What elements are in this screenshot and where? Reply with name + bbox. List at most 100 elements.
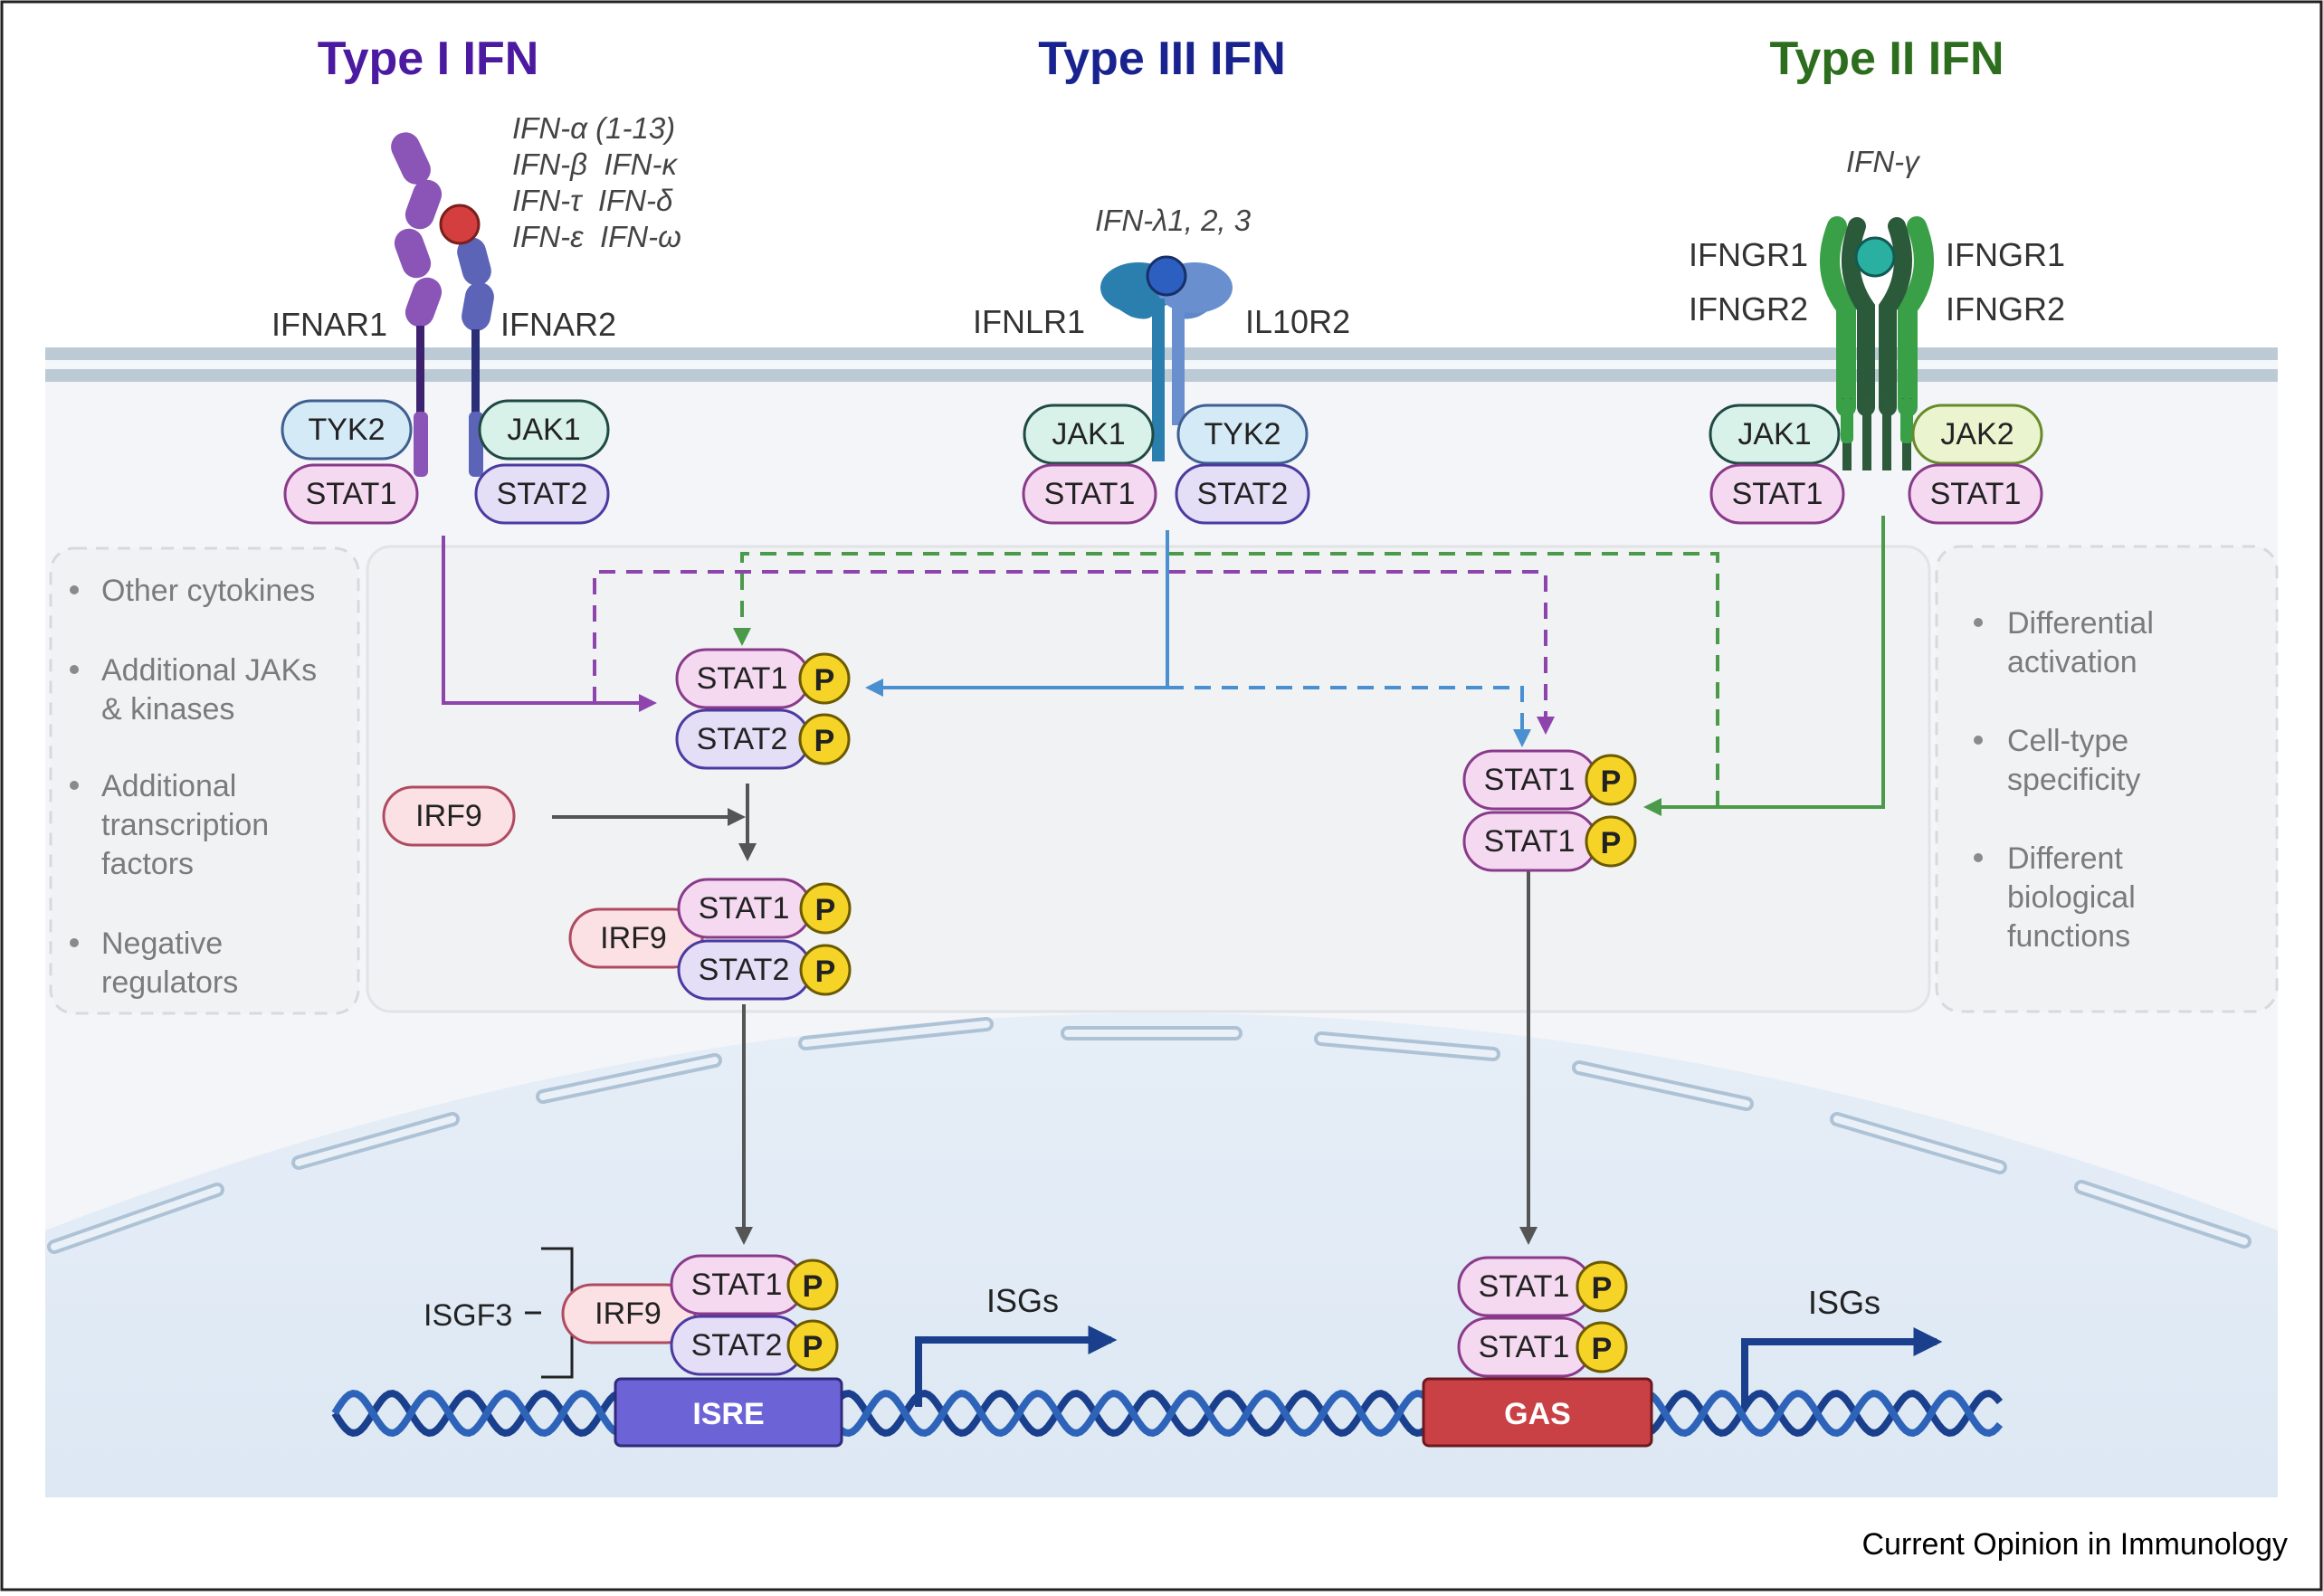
arrow-type1-to-stat11-dashed: [593, 570, 1555, 735]
t3-jak1-label: JAK1: [1052, 417, 1125, 451]
phospho-icon: [786, 1319, 839, 1372]
phospho-icon: [798, 713, 851, 765]
type3-ligand-label: IFN-λ1, 2, 3: [1095, 204, 1252, 237]
left-item-neg-1: Negative: [101, 926, 223, 961]
phospho-label: P: [814, 663, 835, 698]
right-item-bio-2: biological: [2007, 880, 2136, 915]
left-item-tf-2: transcription: [101, 808, 269, 842]
isgf3-cyto-stat1-label: STAT1: [699, 891, 790, 926]
t2-stat1b-label: STAT1: [1930, 477, 2022, 511]
isre-element: [614, 1377, 843, 1448]
dimer11-stat1a-label: STAT1: [1484, 763, 1576, 797]
nucleus: [45, 1013, 2278, 1497]
t3-stat2-label: STAT2: [1197, 477, 1289, 511]
stat1-stat2-dimer: STAT1 P STAT2 P: [675, 648, 851, 770]
phospho-label: P: [1601, 826, 1622, 860]
ligand-ifn-tau-delta: IFN-τ IFN-δ: [512, 184, 673, 217]
il10r2-label: IL10R2: [1245, 303, 1350, 340]
irf9-free-box: [382, 785, 516, 847]
phospho-icon: [1585, 754, 1637, 806]
t2-stat1b-box: [1908, 463, 2043, 525]
phospho-icon: [1576, 1260, 1628, 1313]
isgs-transcription-arrow-left: [915, 1325, 1118, 1407]
isgf3-cyto-stat2-label: STAT2: [699, 953, 790, 987]
stat1-stat1-dimer: STAT1 P STAT1 P: [1462, 749, 1637, 872]
phospho-icon: [799, 944, 852, 996]
phospho-label: P: [814, 724, 835, 758]
t2-jak2-box: [1911, 404, 2043, 465]
t2-jak1-label: JAK1: [1737, 417, 1811, 451]
isgf3-nuc-stat1-label: STAT1: [691, 1268, 783, 1302]
phospho-icon: [798, 652, 851, 705]
t1-stat2-label: STAT2: [497, 477, 588, 511]
right-item-diff-1: Differential: [2007, 606, 2154, 641]
type1-ligand-list: IFN-α (1-13) IFN-β IFN-κ IFN-τ IFN-δ IFN…: [512, 111, 681, 253]
left-factors-panel: [49, 546, 360, 1015]
isgs-transcription-arrow-right: [1741, 1327, 1943, 1407]
isgf3-nuc-stat2-label: STAT2: [691, 1328, 783, 1363]
ligand-ifn-beta-kappa: IFN-β IFN-κ: [512, 147, 678, 181]
left-panel-list: Other cytokines Additional JAKs & kinase…: [70, 574, 317, 1000]
isgf3-nuclear: ISGF3 IRF9 STAT1 P STAT2 P: [424, 1247, 839, 1379]
t2-stat1a-box: [1709, 463, 1845, 525]
isgf3-nuc-irf9-label: IRF9: [595, 1297, 662, 1331]
t1-stat1-label: STAT1: [306, 477, 397, 511]
gas-element: [1422, 1377, 1653, 1448]
right-item-cell-1: Cell-type: [2007, 724, 2128, 758]
t1-jak1-label: JAK1: [507, 413, 580, 447]
isgs-right-label: ISGs: [1808, 1284, 1880, 1321]
type2-ifn-title: Type II IFN: [1769, 33, 2004, 85]
ifnar2-label: IFNAR2: [500, 306, 616, 343]
right-item-cell-2: specificity: [2007, 763, 2140, 797]
t3-tyk2-label: TYK2: [1204, 417, 1281, 451]
ligand-ifn-alpha: IFN-α (1-13): [512, 111, 675, 145]
type1-ifn-title: Type I IFN: [318, 33, 539, 85]
phospho-label: P: [1592, 1332, 1613, 1366]
isgf3-label: ISGF3: [424, 1298, 512, 1333]
phospho-label: P: [803, 1330, 824, 1364]
arrow-type1-to-stat12: [442, 536, 657, 712]
left-item-neg-2: regulators: [101, 965, 238, 1000]
ligand-ifn-epsilon-omega: IFN-ε IFN-ω: [512, 220, 681, 253]
phospho-label: P: [803, 1269, 824, 1304]
left-item-tf-1: Additional: [101, 769, 236, 803]
isgf3-cytoplasmic: IRF9 STAT1 P STAT2 P: [568, 878, 852, 1001]
t3-stat1-label: STAT1: [1044, 477, 1136, 511]
gaf-nuc-stat1b-label: STAT1: [1479, 1330, 1570, 1364]
right-panel-list: Differential activation Cell-type specif…: [1974, 606, 2154, 954]
phospho-icon: [1585, 815, 1637, 868]
phospho-label: P: [1601, 765, 1622, 799]
type3-ifn-ligand: [1146, 255, 1187, 297]
dimer12-stat2-label: STAT2: [697, 722, 788, 756]
ifngr1-right-label: IFNGR1: [1946, 236, 2065, 273]
left-item-jaks-1: Additional JAKs: [101, 653, 317, 688]
isre-label: ISRE: [692, 1397, 764, 1431]
ifnar2-receptor: [457, 237, 494, 477]
phospho-icon: [799, 882, 852, 935]
gas-label: GAS: [1504, 1397, 1571, 1431]
ifnar1-label: IFNAR1: [271, 306, 387, 343]
left-item-tf-3: factors: [101, 847, 194, 881]
arrow-type2-to-stat12-dashed: [733, 552, 1719, 807]
phospho-label: P: [815, 893, 836, 927]
left-item-other-cytokines: Other cytokines: [101, 574, 315, 608]
ifnar1-receptor: [391, 132, 443, 477]
t2-jak2-label: JAK2: [1940, 417, 2014, 451]
t2-jak1-box: [1709, 404, 1841, 465]
phospho-icon: [1576, 1321, 1628, 1373]
nuclear-envelope-inner: [51, 1021, 2248, 1250]
irf9-free-label: IRF9: [415, 799, 482, 833]
type2-ifn-ligand: [1854, 236, 1896, 278]
ifngr-receptor-complex: [1820, 216, 1934, 470]
right-item-bio-3: functions: [2007, 919, 2130, 954]
t3-tyk2-box: [1176, 404, 1309, 465]
ifnlr1-label: IFNLR1: [973, 303, 1085, 340]
gaf-nuclear: STAT1 P STAT1 P: [1457, 1256, 1628, 1378]
ifngr1-left-label: IFNGR1: [1689, 236, 1808, 273]
left-item-jaks-2: & kinases: [101, 692, 234, 727]
phospho-icon: [786, 1259, 839, 1311]
isgf3-cyto-irf9-label: IRF9: [600, 921, 667, 955]
dimer12-stat1-label: STAT1: [697, 661, 788, 696]
